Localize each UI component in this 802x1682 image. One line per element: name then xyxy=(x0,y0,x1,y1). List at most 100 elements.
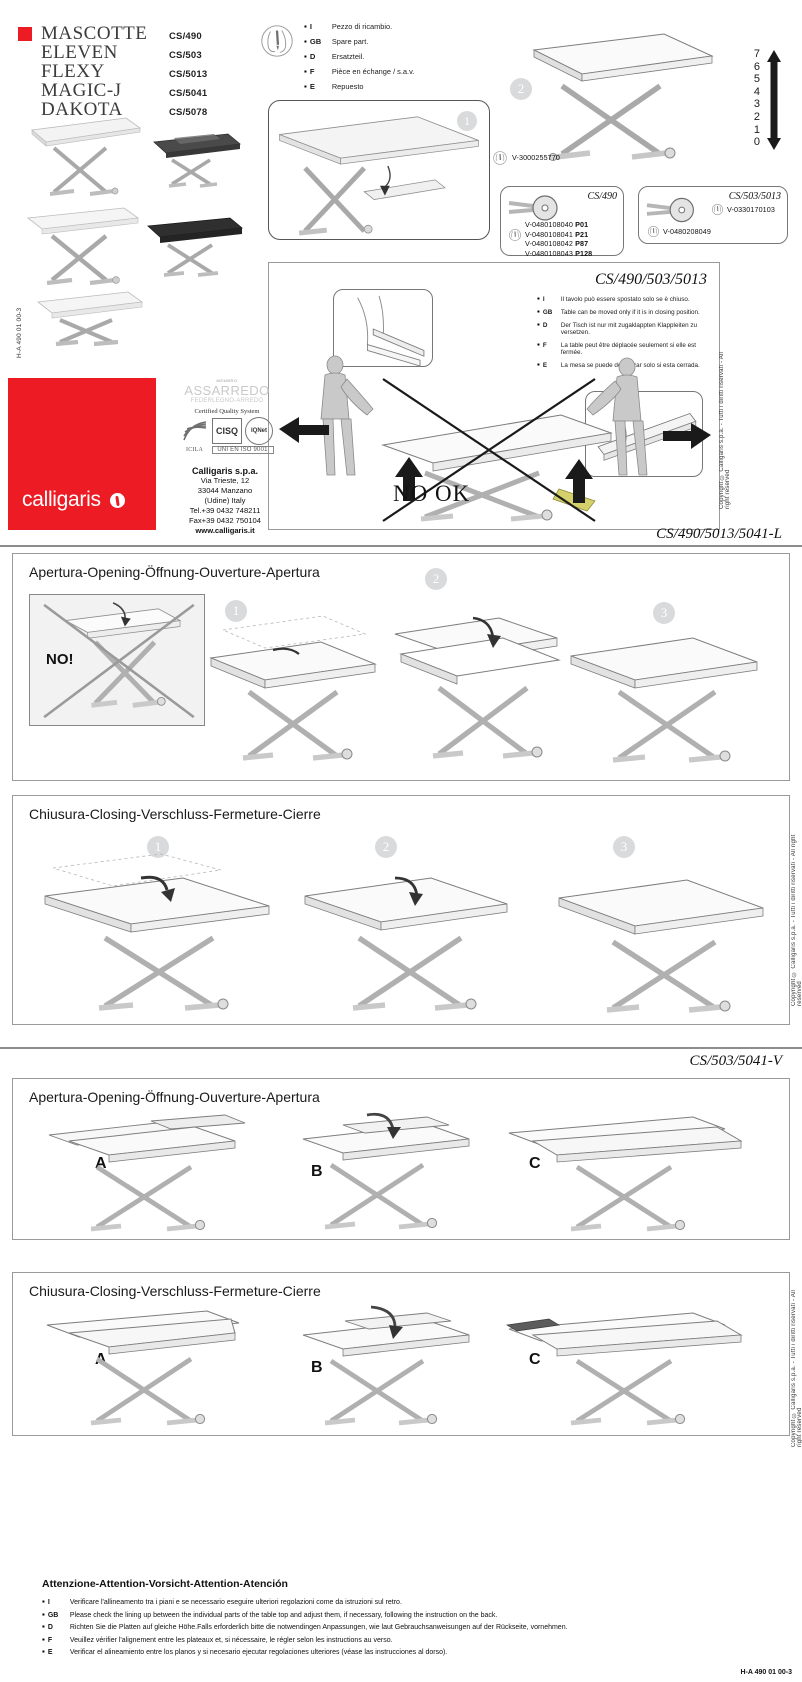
legend-lang: E xyxy=(309,82,315,91)
closing-detail-inset xyxy=(333,289,433,367)
attention-lang: I xyxy=(47,1599,50,1606)
no-label: NO! xyxy=(46,651,74,668)
part-suffix: P01 xyxy=(575,220,589,229)
detail-callout-step1: 1 xyxy=(268,100,490,240)
attention-row: ▪ F Veuillez vérifier l'alignement entre… xyxy=(42,1634,662,1644)
attention-lang: GB xyxy=(47,1611,59,1619)
model-name: MAGIC-J xyxy=(41,80,122,101)
certification-sublabels: ICILA UNI EN ISO 9001 xyxy=(168,446,286,454)
legend-text: Repuesto xyxy=(331,82,364,91)
spare-part-icon xyxy=(648,226,659,237)
warning-text: Il tavolo può essere spostato solo se è … xyxy=(560,296,690,303)
legend-lang: GB xyxy=(309,37,322,46)
up-arrow-icon xyxy=(565,459,593,503)
warning-lang: D xyxy=(542,322,548,329)
product-photos xyxy=(26,117,243,347)
spare-part-icon xyxy=(712,204,723,215)
parts-box-cs503: CS/503/5013 V-0330170103 V-0480208049 xyxy=(638,186,788,244)
no-ok-scene xyxy=(279,355,711,522)
warning-text: La table peut être déplacée seulement si… xyxy=(560,342,696,356)
iqnet-mark-label: IQNet xyxy=(245,417,273,445)
photo-mascotte-white-high xyxy=(31,117,142,196)
table-illustration-step2: 2 xyxy=(498,26,728,186)
attention-row: ▪ I Verificare l'allineamento tra i pian… xyxy=(42,1597,662,1607)
closing-step3-drawing xyxy=(558,879,764,1013)
warning-panel: CS/490/503/5013 ▪ I Il tavolo può essere xyxy=(268,262,731,530)
part-code: V-0480108041 xyxy=(525,229,573,239)
scale-tick: 0 xyxy=(753,136,760,149)
opening-step3-drawing xyxy=(570,637,758,763)
model-row: MASCOTTE CS/490 xyxy=(18,24,258,43)
legend-rows: ▪ I Pezzo di ricambio. ▪ GB Spare part. … xyxy=(304,22,488,91)
model-code: CS/490 xyxy=(169,31,202,42)
legend-lang: D xyxy=(309,52,316,61)
person-right xyxy=(586,357,648,476)
part-suffix: P87 xyxy=(575,239,589,248)
closing-detail-drawing xyxy=(357,295,425,366)
company-website[interactable]: www.calligaris.it xyxy=(195,526,255,535)
section1-opening-panel: Apertura-Opening-Öffnung-Ouverture-Apert… xyxy=(12,553,790,781)
warning-row: ▪ I Il tavolo può essere spostato solo s… xyxy=(537,294,717,304)
v-closing-step-b-drawing xyxy=(302,1305,470,1426)
scale-tick: 3 xyxy=(753,98,760,111)
attention-row: ▪ D Richten Sie die Platten auf gleiche … xyxy=(42,1623,662,1632)
certification-logos: CISQ IQNet xyxy=(168,417,286,445)
spare-part-icon xyxy=(493,151,507,165)
v-closing-step-a-drawing xyxy=(46,1310,240,1426)
company-region: (Udine) Italy xyxy=(204,496,246,505)
part-suffix: P21 xyxy=(575,229,589,239)
attention-lang: E xyxy=(47,1649,53,1656)
product-photo-grid xyxy=(14,108,246,348)
part-code-row: V-0480108041 P21 xyxy=(525,230,592,240)
model-row: ELEVEN CS/503 xyxy=(18,43,258,62)
section2-opening-panel: Apertura-Opening-Öffnung-Ouverture-Apert… xyxy=(12,1078,790,1240)
legend-row: ▪ E Repuesto xyxy=(304,82,488,91)
section2-opening-heading: Apertura-Opening-Öffnung-Ouverture-Apert… xyxy=(29,1089,320,1105)
bullet-icon: ▪ xyxy=(42,1634,45,1644)
bullet-icon: ▪ xyxy=(537,294,540,303)
attention-text: Veuillez vérifier l'alignement entre les… xyxy=(69,1636,393,1644)
model-row: MAGIC-J CS/5041 xyxy=(18,81,258,100)
assarredo-sub-text: FEDERLEGNO-ARREDO xyxy=(190,398,264,404)
bullet-icon: ▪ xyxy=(537,360,540,369)
calligaris-logo: calligaris xyxy=(22,488,126,512)
closing-step1-drawing xyxy=(44,853,270,1011)
legend-text: Pezzo di ricambio. xyxy=(331,22,393,31)
table-drawing xyxy=(532,33,714,162)
legend-text: Spare part. xyxy=(331,37,369,46)
attention-title: Attenzione-Attention-Vorsicht-Attention-… xyxy=(42,1578,288,1590)
part-code-row: V-0480108040 P01 xyxy=(525,220,592,230)
photo-white-bottom xyxy=(36,291,144,347)
person-left xyxy=(320,355,374,476)
bullet-icon: ▪ xyxy=(42,1597,45,1606)
legend-row: ▪ GB Spare part. xyxy=(304,37,488,46)
no-warning-inset: NO! xyxy=(29,594,205,726)
part-code-row: V-0480108043 P128 xyxy=(525,249,592,259)
parts-box-title: CS/490 xyxy=(587,191,617,202)
section1-closing-panel: Chiusura-Closing-Verschluss-Fermeture-Ci… xyxy=(12,795,802,1025)
section2-closing-heading: Chiusura-Closing-Verschluss-Fermeture-Ci… xyxy=(29,1283,321,1299)
v-opening-step-a-drawing xyxy=(48,1114,246,1232)
attention-row: ▪ GB Please check the lining up between … xyxy=(42,1610,662,1619)
model-code: CS/5078 xyxy=(169,107,208,118)
warning-lang: E xyxy=(542,362,548,369)
part-suffix: P128 xyxy=(575,248,593,258)
iso-label: UNI EN ISO 9001 xyxy=(211,446,274,454)
right-arrow-icon xyxy=(663,423,711,449)
legend-lang: I xyxy=(309,22,312,31)
part-code: V-0480108043 xyxy=(525,248,573,258)
bullet-icon: ▪ xyxy=(304,22,307,31)
part-code: V-0480108042 xyxy=(525,239,573,248)
warning-text: Table can be moved only if it is in clos… xyxy=(560,309,700,316)
section1-top-rule xyxy=(0,545,802,547)
step-badge-2: 2 xyxy=(375,836,397,858)
attention-text: Please check the lining up between the i… xyxy=(69,1611,498,1619)
step-label-c: C xyxy=(529,1155,541,1172)
step-badge-3: 3 xyxy=(613,836,635,858)
table-open-illustration xyxy=(381,414,613,522)
warning-lang: GB xyxy=(542,309,553,316)
step-label-c: C xyxy=(529,1351,541,1368)
scale-tick: 1 xyxy=(753,123,760,136)
opening-step2-drawing xyxy=(394,616,561,759)
